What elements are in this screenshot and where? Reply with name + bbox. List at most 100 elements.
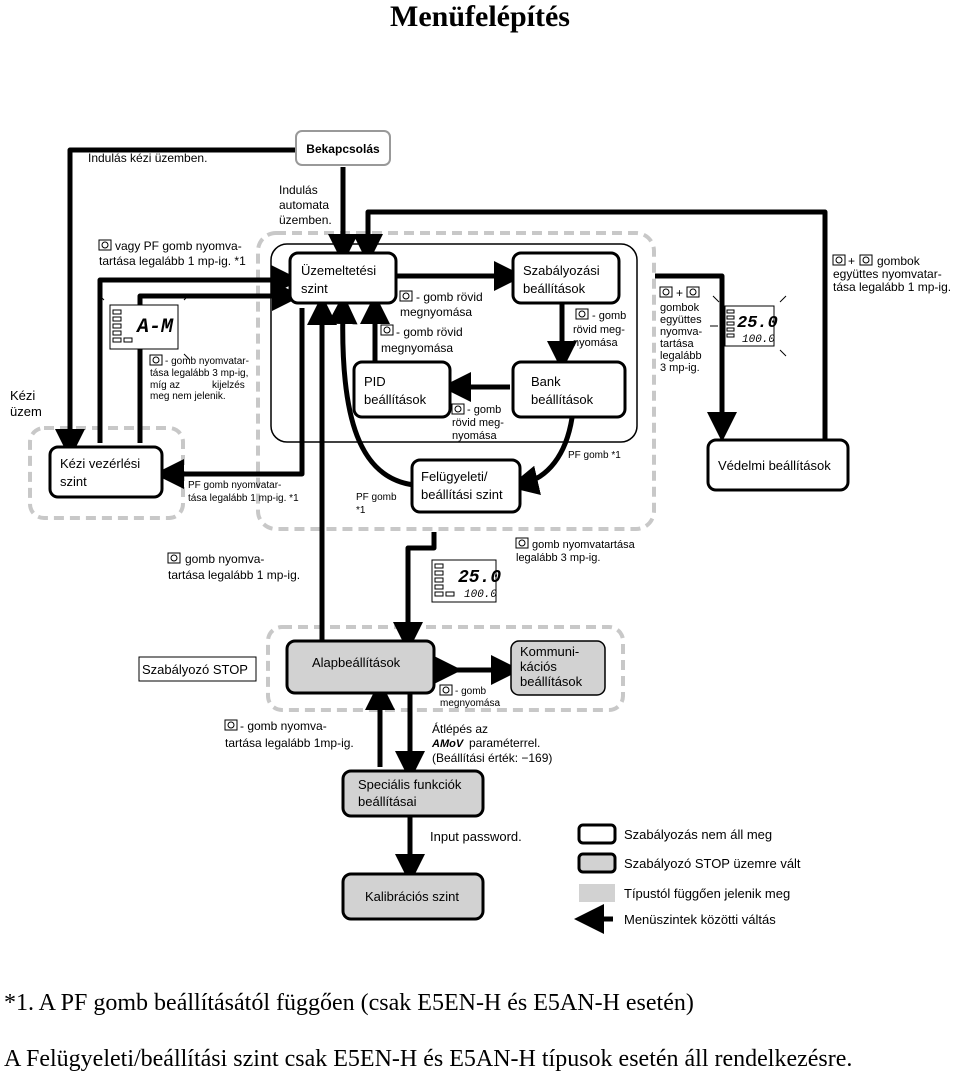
label-start-auto-3: üzemben. bbox=[279, 213, 332, 227]
label-pf-manual-1: PF gomb nyomvatar- bbox=[188, 480, 281, 491]
key-icon bbox=[515, 537, 529, 549]
label-pf-hold-1: vagy PF gomb nyomva- bbox=[115, 239, 242, 253]
comm-line-2: kációs bbox=[520, 659, 557, 674]
label-combo-right-plus: + bbox=[848, 254, 855, 268]
power-on-label: Bekapcsolás bbox=[306, 142, 380, 156]
arrow-group-to-basic bbox=[393, 532, 437, 652]
label-key-short-1a: - gomb rövid bbox=[416, 290, 483, 304]
node-manual-control: Kézi vezérlési szint bbox=[48, 445, 164, 499]
display-protection: 25.0 100.0 bbox=[710, 295, 787, 357]
connectors bbox=[55, 147, 828, 884]
label-combo-right-3: tása legalább 1 mp-ig. bbox=[833, 280, 951, 294]
key-icon bbox=[167, 552, 181, 564]
label-key-short-4c: nyomása bbox=[452, 430, 498, 442]
label-am-2: tása legalább 3 mp-ig, bbox=[150, 368, 248, 379]
label-key-short-3c: nyomása bbox=[573, 337, 619, 349]
label-combo-6: 3 mp-ig. bbox=[660, 362, 700, 374]
label-comm-key-2: megnyomása bbox=[440, 698, 500, 709]
label-pf-key-2: PF gomb *1 bbox=[568, 450, 621, 461]
page-title: Menüfelépítés bbox=[390, 0, 570, 33]
label-controller-stop: Szabályozó STOP bbox=[142, 662, 248, 677]
label-move-3: (Beállítási érték: −169) bbox=[432, 751, 552, 765]
label-start-manual: Indulás kézi üzemben. bbox=[88, 151, 207, 165]
key-icon bbox=[98, 239, 112, 251]
label-combo-5: legalább bbox=[660, 350, 702, 362]
label-am-1: - gomb nyomvatar- bbox=[165, 356, 249, 367]
legend-item-4: Menüszintek közötti váltás bbox=[624, 912, 776, 927]
key-icon bbox=[451, 403, 465, 415]
footnote-2: A Felügyeleti/beállítási szint csak E5EN… bbox=[4, 1046, 853, 1072]
label-pf-key-1a: PF gomb bbox=[356, 492, 397, 503]
node-bank-settings: Bank beállítások bbox=[511, 360, 627, 419]
key-icon bbox=[659, 286, 673, 298]
arrow-bank-to-super bbox=[508, 417, 575, 496]
label-key-short-2a: - gomb rövid bbox=[396, 325, 463, 339]
operation-line-1: Üzemeltetési bbox=[301, 263, 376, 278]
pid-line-1: PID bbox=[364, 374, 386, 389]
label-am-5: meg nem jelenik. bbox=[150, 391, 226, 402]
label-key-short-4a: - gomb bbox=[467, 404, 501, 416]
label-start-auto-2: automata bbox=[279, 198, 329, 212]
node-pid-settings: PID beállítások bbox=[352, 360, 452, 419]
label-start-auto-1: Indulás bbox=[279, 183, 318, 197]
key-icon bbox=[399, 290, 413, 302]
label-key-short-3a: - gomb bbox=[592, 310, 626, 322]
am-glyph: A-M bbox=[135, 316, 174, 339]
controller-stop-box bbox=[138, 656, 257, 682]
label-combo-4: tartása bbox=[660, 338, 695, 350]
center-sv: 100.0 bbox=[464, 589, 497, 601]
label-combo-2: együttes bbox=[660, 314, 702, 326]
supervisory-line-1: Felügyeleti/ bbox=[421, 469, 488, 484]
label-hold-3s-2: legalább 3 mp-ig. bbox=[516, 552, 600, 564]
key-icon bbox=[380, 324, 394, 336]
label-hold-1s-1: gomb nyomva- bbox=[185, 552, 264, 566]
label-hold-1s-b-1: - gomb nyomva- bbox=[240, 719, 327, 733]
node-communication-settings: Kommuni- kációs beállítások bbox=[510, 640, 606, 696]
arrow-operation-to-protection bbox=[655, 273, 737, 442]
comm-line-1: Kommuni- bbox=[520, 644, 579, 659]
control-line-1: Szabályozási bbox=[523, 263, 600, 278]
manual-line-1: Kézi vezérlési bbox=[60, 456, 140, 471]
node-special-functions: Speciális funkciók beállításai bbox=[341, 769, 485, 818]
arrow-manual-to-operation bbox=[97, 265, 301, 443]
legend: Szabályozás nem áll meg Szabályozó STOP … bbox=[574, 823, 801, 934]
display-am: A-M bbox=[97, 293, 191, 361]
label-pf-hold-2: tartása legalább 1 mp-ig. *1 bbox=[99, 254, 246, 268]
label-key-short-2b: megnyomása bbox=[381, 341, 453, 355]
supervisory-line-2: beállítási szint bbox=[421, 487, 503, 502]
center-pv: 25.0 bbox=[458, 568, 501, 588]
label-combo-right-1: gombok bbox=[877, 254, 921, 268]
label-comm-key-1: - gomb bbox=[455, 686, 487, 697]
arrow-super-to-operation bbox=[327, 294, 415, 488]
label-key-short-3b: rövid meg- bbox=[573, 324, 625, 336]
arrow-operation-to-manual bbox=[154, 308, 305, 489]
menu-structure-diagram: Bekapcsolás Üzemeltetési szint Szabályoz… bbox=[10, 130, 951, 934]
node-power-on: Bekapcsolás bbox=[295, 130, 391, 166]
label-combo-3: nyomva- bbox=[660, 326, 703, 338]
label-pf-manual-2: tása legalább 1 mp-ig. *1 bbox=[188, 493, 299, 504]
label-manual-mode-2: üzem bbox=[10, 404, 42, 419]
operation-line-2: szint bbox=[301, 281, 328, 296]
display-center: 25.0 100.0 bbox=[431, 559, 501, 603]
arrow-power-to-manual bbox=[55, 147, 296, 459]
basic-label: Alapbeállítások bbox=[312, 655, 401, 670]
key-icon bbox=[575, 308, 589, 320]
region-basic-group bbox=[266, 625, 625, 712]
legend-item-1: Szabályozás nem áll meg bbox=[624, 827, 772, 842]
protection-sv: 100.0 bbox=[742, 334, 775, 346]
manual-line-2: szint bbox=[60, 474, 87, 489]
comm-line-3: beállítások bbox=[520, 674, 583, 689]
node-basic-settings: Alapbeállítások bbox=[285, 639, 436, 695]
legend-item-2: Szabályozó STOP üzemre vált bbox=[624, 856, 801, 871]
protection-pv: 25.0 bbox=[737, 314, 778, 333]
node-control-settings: Szabályozási beállítások bbox=[511, 251, 621, 305]
node-supervisory-level: Felügyeleti/ beállítási szint bbox=[410, 458, 522, 514]
key-icon bbox=[859, 254, 873, 266]
key-icon bbox=[149, 354, 163, 366]
bank-line-2: beállítások bbox=[531, 392, 594, 407]
calibration-label: Kalibrációs szint bbox=[365, 889, 459, 904]
special-line-2: beállításai bbox=[358, 794, 417, 809]
region-operation-group bbox=[256, 231, 656, 531]
label-manual-mode-1: Kézi bbox=[10, 388, 35, 403]
node-operation-level: Üzemeltetési szint bbox=[288, 251, 398, 305]
